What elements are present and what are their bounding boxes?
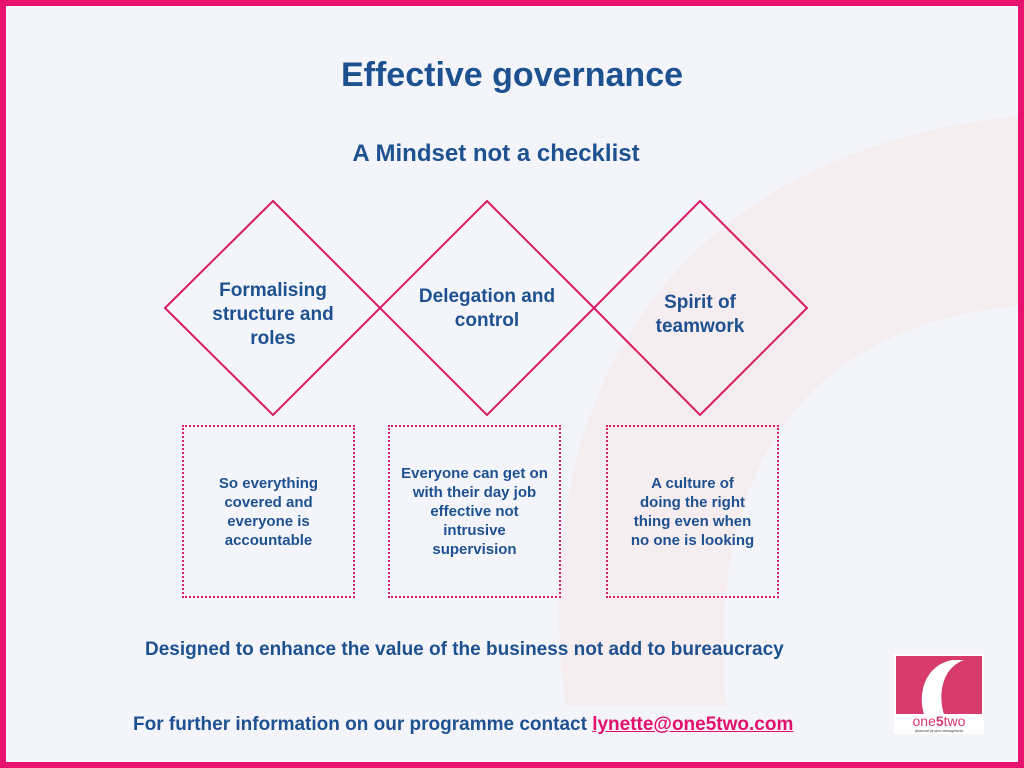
tagline: Designed to enhance the value of the bus… <box>145 639 784 660</box>
slide-title: Effective governance <box>340 56 684 94</box>
background-swoosh <box>558 116 1018 706</box>
pillar-description: Everyone can get on with their day job e… <box>401 465 548 558</box>
pillar-description: A culture of doing the right thing even … <box>630 474 755 549</box>
svg-text:financial project management: financial project management <box>915 728 964 733</box>
pillar-description: So everything covered and everyone is ac… <box>218 474 319 549</box>
diamond-diagram <box>163 199 809 417</box>
contact-email-link[interactable]: lynette@one5two.com <box>592 714 794 735</box>
pillar-heading: Formalising structure and roles <box>212 280 334 349</box>
slide-subtitle: A Mindset not a checklist <box>352 140 640 167</box>
diamond-delegation <box>378 199 596 417</box>
pillar-heading: Spirit of teamwork <box>655 292 745 337</box>
contact-line: For further information on our programme… <box>133 714 793 736</box>
pillar-heading: Delegation and control <box>418 286 556 331</box>
pillar-description-box: A culture of doing the right thing even … <box>606 425 779 598</box>
one5two-logo: one5two financial project management <box>894 654 984 734</box>
pillar-description-box: Everyone can get on with their day job e… <box>388 425 561 598</box>
diamond-formalising <box>163 199 382 417</box>
diamond-teamwork <box>592 199 809 417</box>
svg-text:one5two: one5two <box>913 713 966 729</box>
pillar-description-box: So everything covered and everyone is ac… <box>182 425 355 598</box>
contact-text: For further information on our programme… <box>133 714 593 735</box>
